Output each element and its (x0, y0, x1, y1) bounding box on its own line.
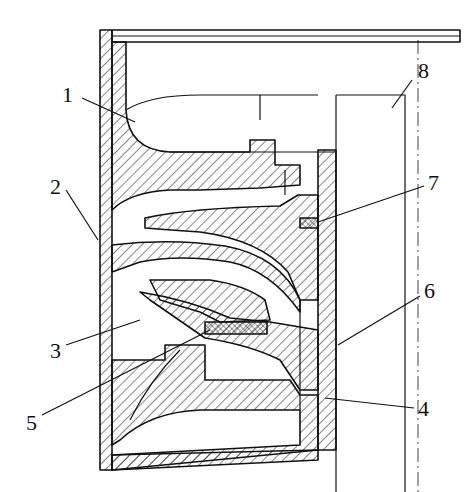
callout-number: 2 (50, 176, 61, 198)
callout-number: 3 (50, 340, 61, 362)
callout-number: 8 (418, 60, 429, 82)
callout-number: 5 (26, 412, 37, 434)
callout-number: 6 (424, 280, 435, 302)
callout-number: 7 (428, 172, 439, 194)
callout-number: 4 (418, 398, 429, 420)
callout-number: 1 (62, 84, 73, 106)
